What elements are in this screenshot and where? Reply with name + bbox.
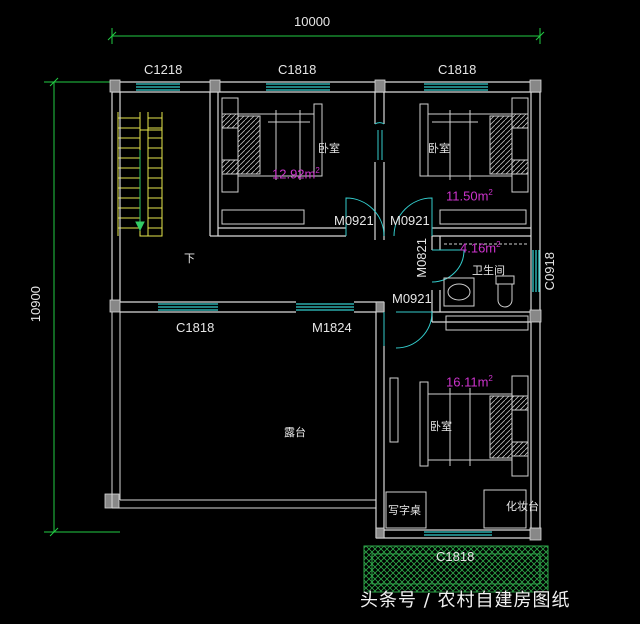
window-marks: [136, 83, 540, 536]
door-label-m0921-lower: M0921: [392, 291, 432, 306]
area-bathroom: 4.16m2: [460, 240, 501, 256]
columns: [104, 79, 542, 541]
door-label-m0921-left: M0921: [334, 213, 374, 228]
window-label-c1818-top-right: C1818: [438, 62, 477, 77]
room-label-bedroom-3: 卧室: [430, 421, 452, 433]
bed-1: [221, 97, 323, 225]
area-bedroom-1: 12.92m2: [272, 166, 320, 182]
room-label-terrace: 露台: [284, 427, 306, 439]
balcony: [363, 545, 549, 593]
room-label-bathroom: 卫生间: [472, 265, 505, 277]
stair-direction-label: 下: [184, 253, 195, 265]
door-label-m0821: M0821: [414, 238, 429, 278]
window-label-c0918: C0918: [542, 252, 557, 291]
area-bedroom-3: 16.11m2: [446, 374, 493, 390]
area-bedroom-2: 11.50m2: [446, 188, 493, 204]
door-label-m0921-right: M0921: [390, 213, 430, 228]
room-label-bedroom-1: 卧室: [318, 143, 340, 155]
stair-treads: [118, 117, 162, 229]
watermark-text: 头条号 / 农村自建房图纸: [360, 590, 571, 611]
window-label-c1218: C1218: [144, 62, 183, 77]
bed-3: [385, 315, 529, 529]
bed-2: [419, 97, 529, 225]
furniture-label-desk: 写字桌: [388, 505, 421, 517]
terrace-railing: [111, 312, 376, 509]
overall-width-dim: 10000: [294, 14, 331, 29]
stair-arrow: [135, 150, 145, 232]
door-label-m1824: M1824: [312, 320, 352, 335]
window-label-c1818-left: C1818: [176, 320, 215, 335]
window-label-c1818-top-mid: C1818: [278, 62, 317, 77]
dimension-lines: [44, 28, 545, 537]
room-label-bedroom-2: 卧室: [428, 143, 450, 155]
bathroom-fixtures: [443, 243, 528, 308]
furniture-label-dresser: 化妆台: [506, 501, 539, 513]
window-label-c1818-bottom: C1818: [436, 549, 475, 564]
door-swings: [345, 122, 465, 349]
overall-depth-dim: 10900: [28, 286, 43, 323]
